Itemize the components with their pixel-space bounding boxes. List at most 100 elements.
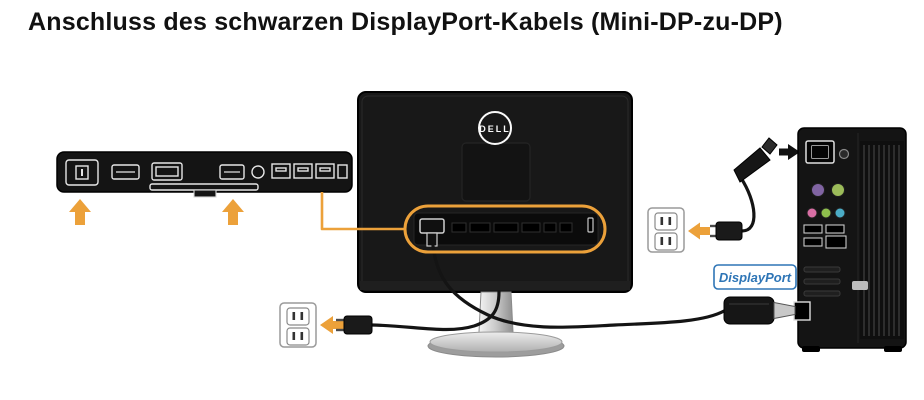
tower-foot: [884, 346, 902, 352]
arrow-left-outlet-icon: [688, 222, 710, 240]
displayport-port: [151, 162, 183, 181]
port-slot: [521, 222, 541, 233]
ps2-port-purple: [811, 183, 825, 197]
outlet-socket: [654, 232, 678, 251]
port-slot: [493, 222, 519, 233]
usb-port: [803, 237, 823, 247]
socket-slot: [292, 332, 296, 340]
displayport-label: DisplayPort: [719, 270, 792, 285]
inlet-outline: [805, 140, 835, 164]
ps2-port-green: [831, 183, 845, 197]
computer-power-plug: [710, 221, 743, 241]
displayport-label-box: [713, 264, 797, 290]
tower-power-inlet: [805, 140, 835, 164]
callout-ring: [403, 204, 607, 254]
power-inlet-outline: [65, 159, 99, 186]
drive-bay-button: [852, 281, 868, 290]
displayport-signal-cable: [431, 244, 726, 329]
dell-logo-icon: [478, 111, 512, 145]
tower-vent-area: [860, 141, 904, 339]
expansion-slot: [803, 266, 841, 273]
hdmi-outline: [111, 164, 140, 180]
usb-port: [825, 224, 845, 234]
audio-port-blue: [834, 207, 846, 219]
dell-logo-text: DELL: [479, 124, 511, 134]
callout-leader-line: [320, 192, 405, 231]
plug-body: [343, 315, 373, 335]
socket-slot: [660, 217, 664, 225]
plug-stem: [426, 232, 438, 247]
usb-port: [315, 163, 335, 179]
displayport-connector: [723, 296, 796, 325]
monitor-power-cable: [370, 290, 501, 332]
outlet-socket: [654, 212, 678, 231]
socket-slot: [668, 217, 672, 225]
monitor-power-plug: [336, 315, 373, 335]
monitor-rear: DELL: [357, 91, 633, 293]
screw-icon: [838, 148, 850, 160]
wall-outlet-computer: [647, 137, 800, 253]
computer-tower: [793, 127, 907, 352]
callout-ring-group: [320, 192, 607, 254]
plug-head: [419, 218, 445, 234]
minidp-outline: [219, 164, 245, 180]
hdmi-port: [111, 164, 140, 180]
monitor-bottom-bezel: [360, 281, 630, 290]
usb-port: [271, 163, 291, 179]
computer-power-cable: [739, 176, 756, 233]
arrow-up-minidp-icon: [222, 199, 244, 225]
port-slot: [469, 222, 491, 233]
tower-io-ports: [793, 183, 847, 321]
inlet-inner: [811, 145, 829, 159]
power-inlet-port: [65, 159, 99, 186]
usb-tongue: [319, 167, 331, 172]
arrow-left-outlet-icon: [320, 316, 345, 334]
usb-tongue: [275, 167, 287, 172]
tower-vent-grid: [863, 145, 900, 336]
arrow-up-power-icon: [69, 199, 91, 225]
connector-tip: [761, 137, 778, 155]
small-port: [337, 164, 348, 179]
displayport-callout: DisplayPort: [713, 264, 797, 325]
tower-foot: [802, 346, 820, 352]
connection-diagram: DELL: [0, 55, 924, 400]
socket-slot: [660, 237, 664, 245]
connector-metal-tip: [773, 301, 796, 320]
connector-body: [733, 147, 771, 183]
wall-outlet-monitor: [279, 302, 373, 348]
inserted-minidp-plug: [419, 218, 445, 247]
usb-tongue: [297, 167, 309, 172]
socket-slot: [300, 332, 304, 340]
port-slot: [559, 222, 573, 233]
usb-port: [803, 224, 823, 234]
arrow-right-power-inlet-icon: [779, 144, 800, 160]
ethernet-port: [825, 235, 847, 249]
dp-outline: [151, 162, 183, 181]
outlet-socket: [286, 327, 310, 346]
connector-body: [723, 296, 775, 325]
panel-bar: [56, 151, 353, 193]
outlet-socket: [286, 307, 310, 326]
monitor-stand: [427, 291, 565, 358]
lock-slot: [587, 217, 594, 233]
expansion-slot: [803, 278, 841, 285]
port-slot: [451, 222, 467, 233]
port-panel-closeup: [56, 151, 353, 225]
socket-slot: [300, 312, 304, 320]
stand-base: [429, 331, 563, 353]
tower-displayport-port: [793, 301, 811, 321]
page-title: Anschluss des schwarzen DisplayPort-Kabe…: [28, 8, 783, 36]
audio-port-lime: [820, 207, 832, 219]
molded-power-connector: [733, 137, 778, 183]
usb-port: [293, 163, 313, 179]
power-inlet-inner: [75, 165, 89, 180]
cables: [370, 176, 756, 332]
dp-inner: [155, 166, 179, 177]
vesa-mount-cover: [461, 142, 531, 202]
usb-ports: [271, 163, 348, 179]
socket-slot: [292, 312, 296, 320]
bracket-tab: [193, 189, 217, 198]
monitor-port-recess: [413, 212, 599, 247]
plug-body: [715, 221, 743, 241]
